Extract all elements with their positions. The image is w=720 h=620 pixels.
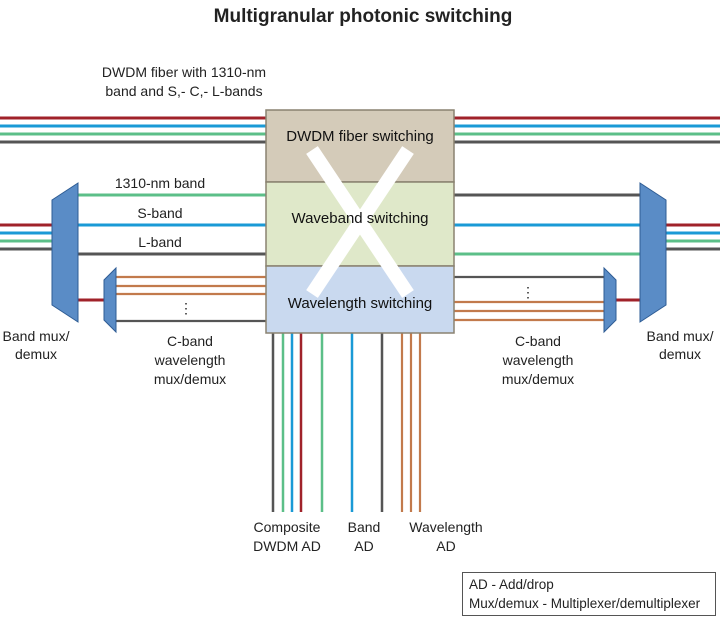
right-cband-mux-demux — [603, 266, 617, 334]
legend-mux-definition: Mux/demux - Multiplexer/demultiplexer — [469, 596, 701, 611]
right-band-mux-label-line2: demux — [659, 346, 701, 362]
left-band-lines — [78, 193, 266, 256]
fiber-switching-label: DWDM fiber switching — [286, 128, 434, 145]
legend-ad-definition: AD - Add/drop — [469, 577, 554, 592]
dwdm-fiber-bundle-right — [454, 116, 720, 144]
right-cband-wavelength-lines — [454, 275, 604, 322]
wavelength-switching-label: Wavelength switching — [288, 295, 433, 312]
right-band-mux-demux — [639, 182, 667, 323]
left-cband-label-line2: wavelength — [154, 352, 226, 368]
fiber-switching-block — [265, 109, 455, 183]
right-cband-label-line3: mux/demux — [502, 371, 574, 387]
band-1310-label: 1310-nm band — [115, 175, 205, 191]
left-cband-wavelength-lines — [116, 275, 266, 323]
right-cband-ellipsis: ⋮ — [521, 284, 535, 300]
cross-connect-x-icon — [306, 146, 414, 298]
composite-dwdm-ad-lines — [271, 333, 303, 512]
right-band-lines — [454, 193, 640, 256]
composite-ad-label-line1: Composite — [254, 519, 321, 535]
composite-ad-label-line2: DWDM AD — [253, 538, 321, 554]
left-band-fiber-bundle — [0, 223, 52, 251]
right-cband-label-line2: wavelength — [502, 352, 574, 368]
left-cband-label-line3: mux/demux — [154, 371, 226, 387]
right-band-mux-label-line1: Band mux/ — [647, 328, 714, 344]
wavelength-switching-block — [265, 265, 455, 334]
left-cband-ellipsis: ⋮ — [179, 300, 193, 316]
right-band-fiber-bundle — [666, 223, 720, 251]
left-cband-label-line1: C-band — [167, 333, 213, 349]
wavelength-ad-lines — [400, 333, 422, 512]
s-band-label: S-band — [137, 205, 182, 221]
band-ad-label-line2: AD — [354, 538, 373, 554]
dwdm-fiber-label-line2: band and S,- C,- L-bands — [105, 83, 262, 99]
wavelength-ad-label-line1: Wavelength — [409, 519, 482, 535]
wavelength-ad-label-line2: AD — [436, 538, 455, 554]
dwdm-fiber-bundle-left — [0, 116, 266, 144]
dwdm-fiber-label-line1: DWDM fiber with 1310-nm — [102, 64, 266, 80]
waveband-switching-label: Waveband switching — [291, 210, 428, 227]
right-cband-label-line1: C-band — [515, 333, 561, 349]
band-ad-label-line1: Band — [348, 519, 381, 535]
diagram-title: Multigranular photonic switching — [214, 6, 513, 27]
left-cband-mux-demux — [103, 266, 117, 334]
left-band-mux-demux — [51, 182, 79, 323]
legend-box: AD - Add/drop Mux/demux - Multiplexer/de… — [462, 572, 716, 616]
l-band-label: L-band — [138, 234, 182, 250]
left-band-mux-label-line1: Band mux/ — [3, 328, 70, 344]
band-ad-lines — [320, 333, 384, 512]
left-band-mux-label-line2: demux — [15, 346, 57, 362]
